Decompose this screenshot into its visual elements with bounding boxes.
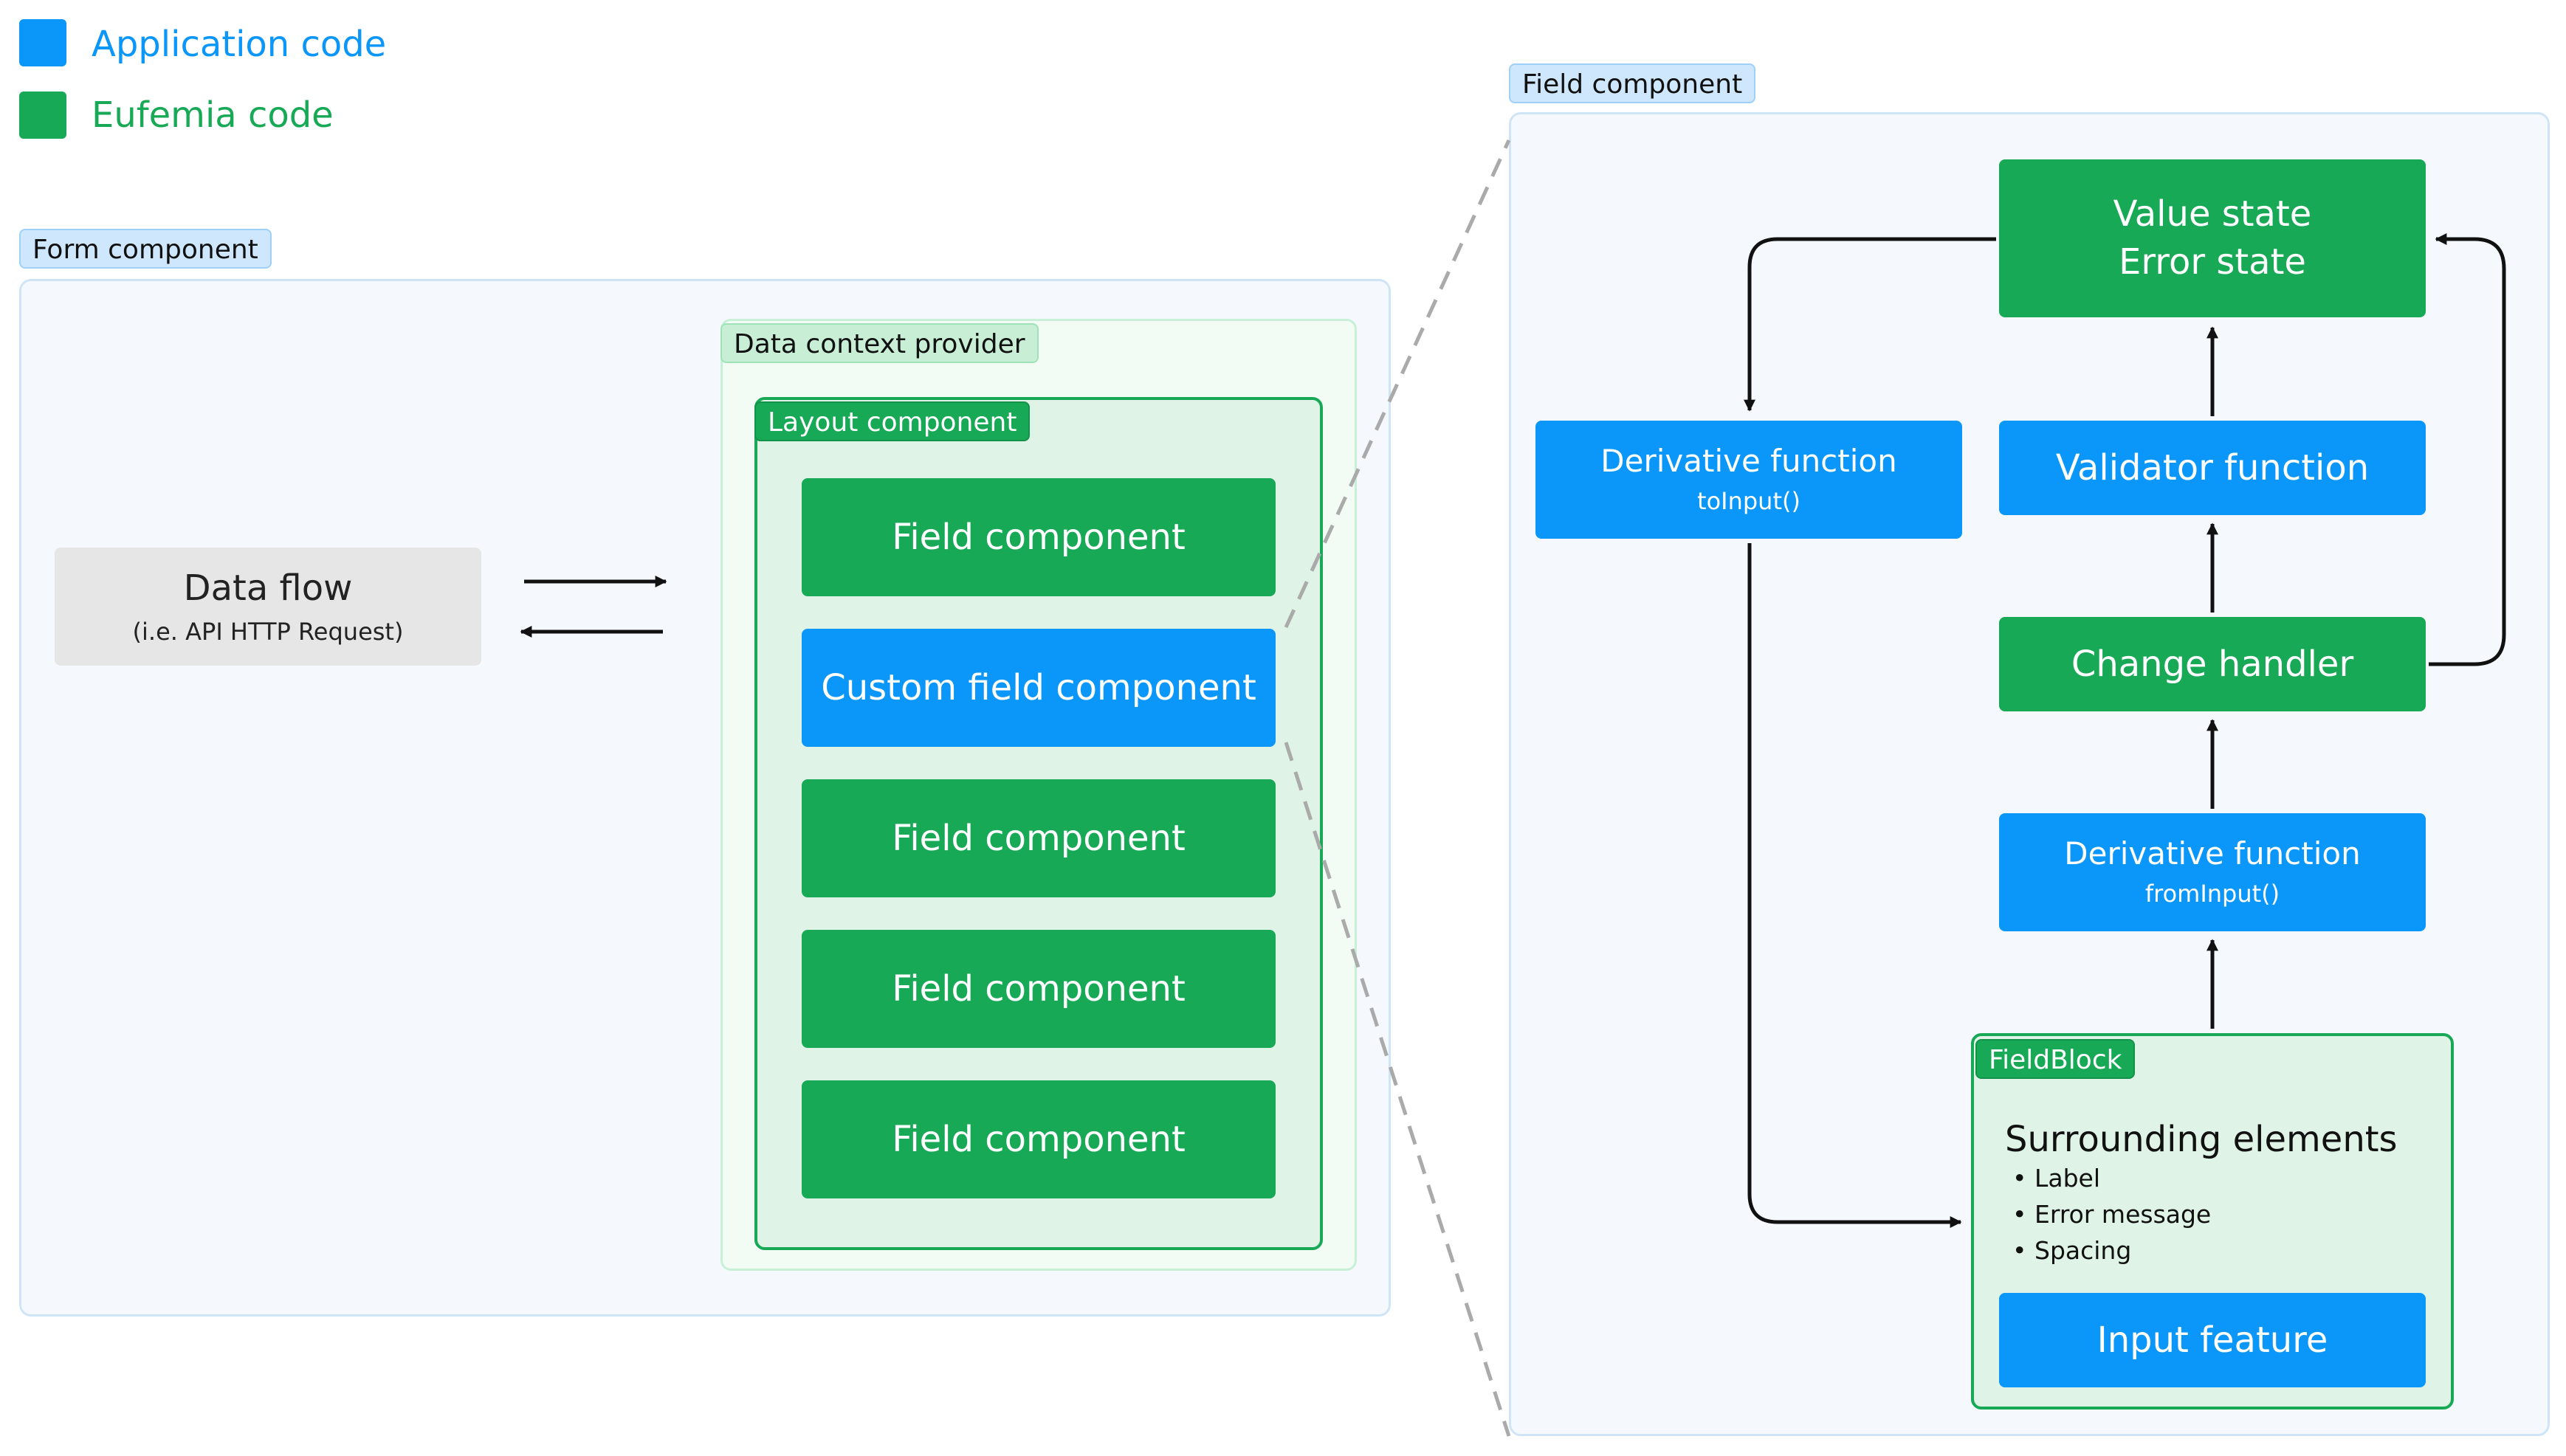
surrounding-elements-list: Label Error message Spacing: [2012, 1160, 2211, 1269]
arrow-toinput-to-fieldblock: [1747, 543, 1962, 1229]
derivative-to-input-title: Derivative function: [1600, 443, 1897, 480]
surrounding-element-item: Spacing: [2012, 1232, 2211, 1269]
legend-label-application: Application code: [92, 24, 387, 65]
field-component-box-2: Field component: [802, 779, 1276, 897]
custom-field-component-box: Custom field component: [802, 629, 1276, 747]
fieldblock-tag: FieldBlock: [1975, 1039, 2136, 1079]
field-component-detail-tag: Field component: [1509, 63, 1756, 103]
input-feature-box: Input feature: [1999, 1293, 2426, 1387]
zoom-line-top: [1284, 139, 1511, 629]
change-handler-box: Change handler: [1999, 617, 2426, 711]
surrounding-element-item: Error message: [2012, 1196, 2211, 1232]
value-error-state-box: Value state Error state: [1999, 159, 2426, 317]
derivative-from-input-title: Derivative function: [2064, 835, 2361, 872]
field-component-box-4: Field component: [802, 1080, 1276, 1198]
derivative-from-input-subtitle: fromInput(): [2144, 879, 2280, 908]
derivative-to-input-subtitle: toInput(): [1697, 486, 1800, 515]
derivative-from-input-box: Derivative function fromInput(): [1999, 813, 2426, 931]
legend-swatch-eufemia: [19, 92, 66, 139]
validator-function-box: Validator function: [1999, 421, 2426, 515]
surrounding-elements-title: Surrounding elements: [2005, 1119, 2398, 1160]
derivative-to-input-box: Derivative function toInput(): [1535, 421, 1962, 539]
data-flow-subtitle: (i.e. API HTTP Request): [132, 618, 404, 646]
layout-component-tag: Layout component: [754, 401, 1031, 441]
data-flow-title: Data flow: [183, 567, 353, 610]
value-state-label: Value state: [2113, 193, 2312, 235]
error-state-label: Error state: [2119, 241, 2306, 283]
data-context-provider-tag: Data context provider: [720, 323, 1039, 363]
form-component-tag: Form component: [19, 229, 272, 269]
arrow-state-to-toinput: [1743, 237, 1996, 412]
arrow-change-to-state: [2429, 232, 2506, 666]
legend-label-eufemia: Eufemia code: [92, 94, 334, 136]
zoom-line-bottom: [1284, 742, 1511, 1437]
field-component-box-3: Field component: [802, 930, 1276, 1048]
surrounding-element-item: Label: [2012, 1160, 2211, 1196]
data-flow-box: Data flow (i.e. API HTTP Request): [55, 548, 481, 666]
field-component-box-1: Field component: [802, 478, 1276, 596]
legend-swatch-application: [19, 19, 66, 66]
